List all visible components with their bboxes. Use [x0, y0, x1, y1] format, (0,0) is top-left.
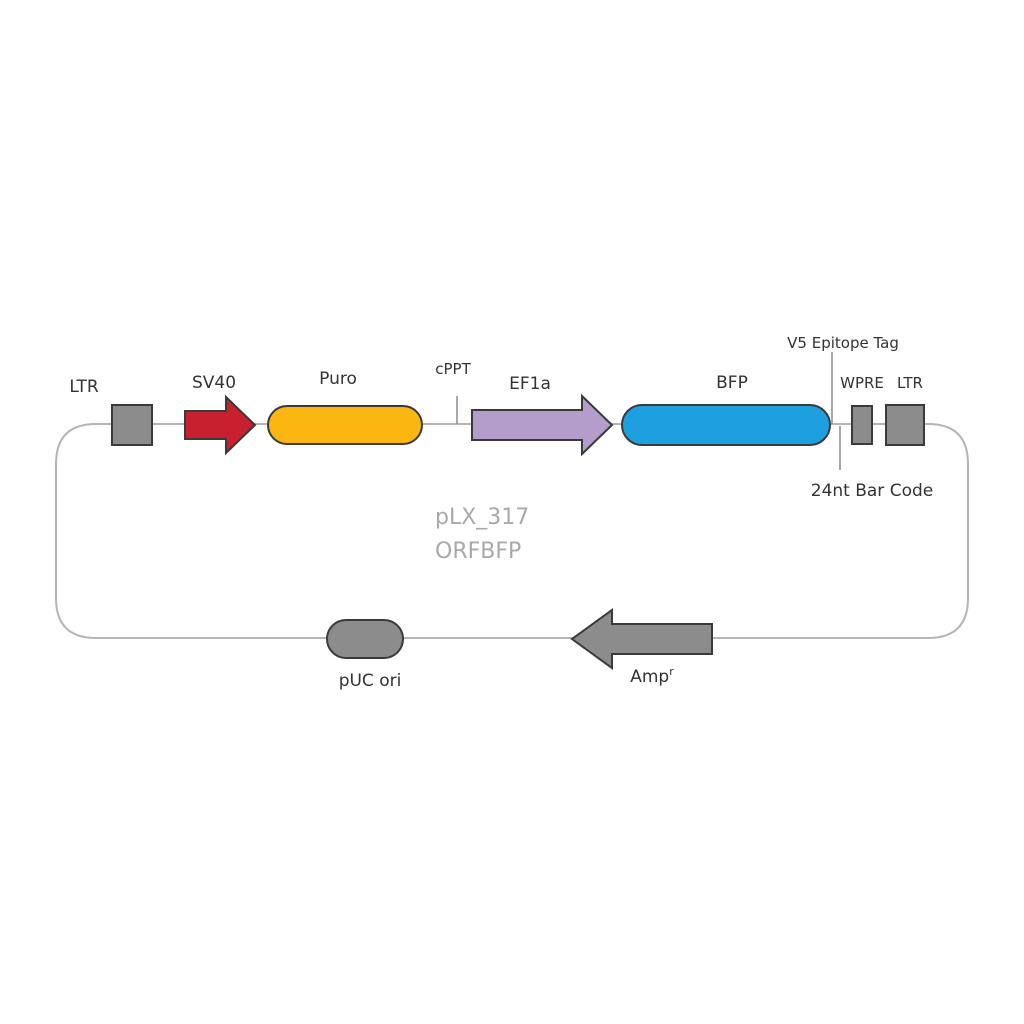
ltr-left-box [111, 404, 153, 446]
barcode-label: 24nt Bar Code [811, 481, 933, 501]
v5-tag-label: V5 Epitope Tag [787, 334, 899, 352]
sv40-label: SV40 [192, 373, 236, 393]
wpre-box [851, 405, 873, 445]
ltr-right-label: LTR [897, 374, 923, 392]
puro-pill [267, 405, 423, 445]
amp-label-main: Amp [630, 667, 669, 687]
plasmid-backbone [55, 423, 969, 639]
plasmid-name-line1: pLX_317 [435, 505, 529, 530]
puro-label: Puro [319, 369, 357, 389]
cppt-label: cPPT [435, 360, 471, 378]
plasmid-name-line2: ORFBFP [435, 539, 521, 564]
ef1a-arrow [471, 393, 614, 457]
bfp-label: BFP [716, 373, 748, 393]
sv40-arrow [184, 394, 257, 456]
amp-arrow [570, 608, 713, 670]
puc-ori-pill [326, 619, 404, 659]
puc-ori-label: pUC ori [339, 671, 402, 691]
amp-label-superscript: r [669, 665, 674, 678]
ltr-right-box [885, 404, 925, 446]
wpre-label: WPRE [840, 374, 884, 392]
bfp-pill [621, 404, 831, 446]
ef1a-label: EF1a [509, 374, 551, 394]
amp-label: Ampr [630, 665, 674, 687]
ltr-left-label: LTR [69, 377, 99, 397]
